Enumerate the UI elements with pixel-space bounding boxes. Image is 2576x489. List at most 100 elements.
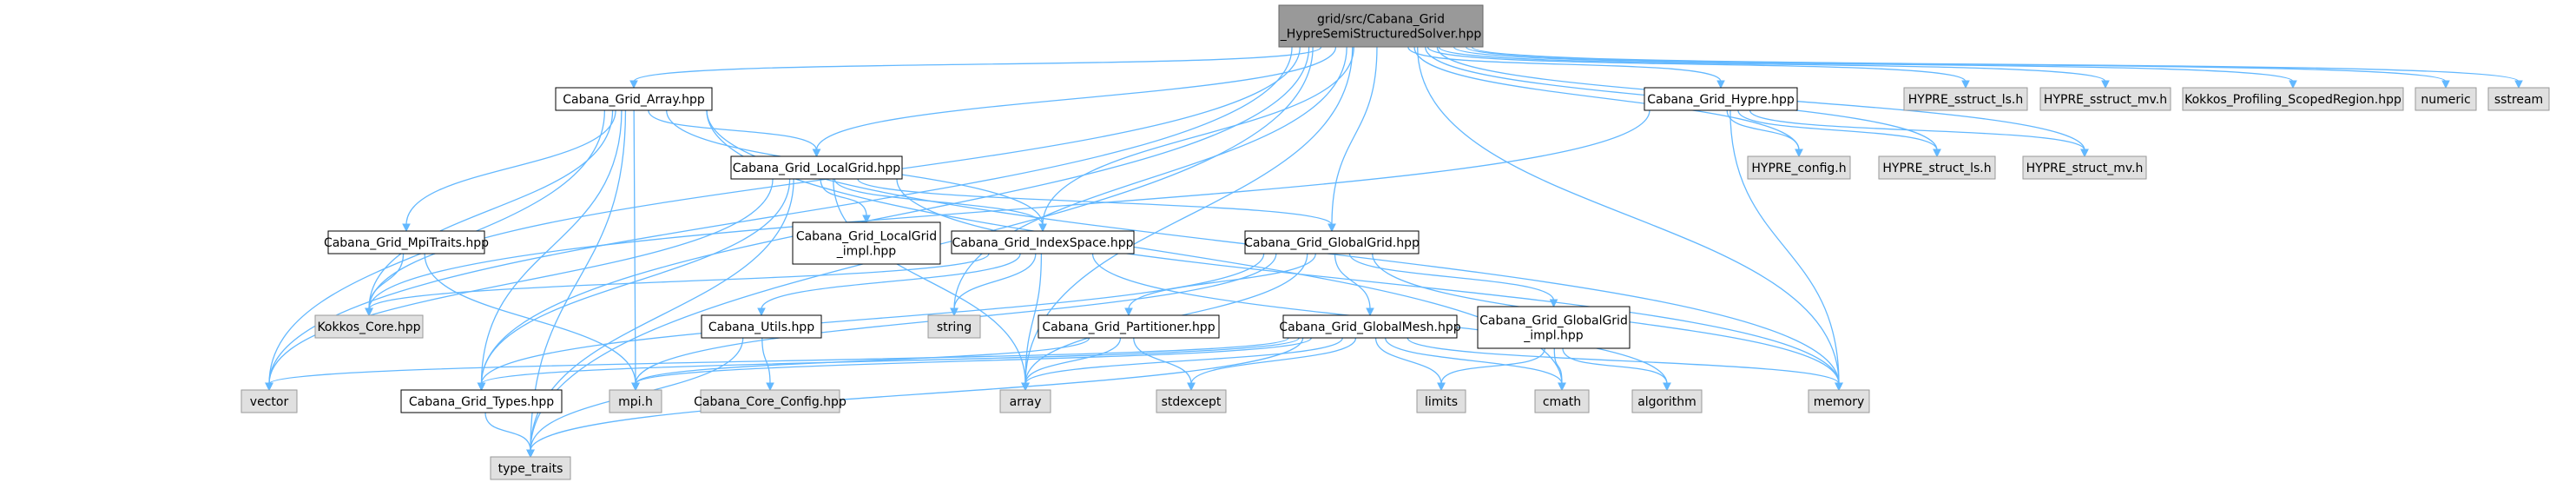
header-node-utils[interactable]: Cabana_Utils.hpp — [701, 314, 822, 339]
header-node-indexspace[interactable]: Cabana_Grid_IndexSpace.hpp — [951, 230, 1135, 254]
header-node-globalgrid_impl[interactable]: Cabana_Grid_GlobalGrid_impl.hpp — [1477, 306, 1631, 349]
external-header-node-string: string — [927, 314, 981, 339]
node-label: Cabana_Grid_MpiTraits.hpp — [324, 236, 489, 250]
external-header-node-kokkos_profiling: Kokkos_Profiling_ScopedRegion.hpp — [2182, 87, 2404, 111]
edge-arrowhead — [1663, 382, 1671, 392]
node-box — [555, 87, 713, 111]
edge-globalgrid-to-globalmesh — [1334, 253, 1371, 310]
node-box — [2415, 87, 2477, 111]
header-node-globalgrid[interactable]: Cabana_Grid_GlobalGrid.hpp — [1244, 230, 1420, 254]
node-box — [700, 389, 840, 413]
header-node-partitioner[interactable]: Cabana_Grid_Partitioner.hpp — [1038, 314, 1220, 339]
node-box — [1416, 389, 1466, 413]
node-box — [2039, 87, 2171, 111]
external-header-node-stdexcept: stdexcept — [1156, 389, 1227, 413]
node-label: grid/src/Cabana_Grid — [1317, 13, 1445, 27]
edge-globalmesh-to-vector — [268, 337, 1289, 385]
node-label: algorithm — [1637, 395, 1696, 409]
external-header-node-type_traits: type_traits — [490, 456, 571, 480]
node-box — [1477, 306, 1631, 349]
node-box — [951, 230, 1135, 254]
edge-globalmesh-to-limits — [1374, 337, 1442, 385]
edge-arrowhead — [629, 80, 638, 89]
edge-array_hpp-to-mpitraits — [405, 109, 616, 226]
edge-partitioner-to-stdexcept — [1133, 337, 1192, 385]
edge-array_hpp-to-type_traits — [530, 109, 627, 452]
edge-arrowhead — [812, 149, 821, 158]
header-node-types[interactable]: Cabana_Grid_Types.hpp — [400, 389, 563, 413]
edge-localgrid-to-localgrid_impl — [820, 178, 867, 217]
node-box — [240, 389, 298, 413]
node-label: HYPRE_sstruct_mv.h — [2044, 93, 2167, 107]
header-node-hypre[interactable]: Cabana_Grid_Hypre.hpp — [1644, 87, 1798, 111]
edge-indexspace-to-string — [953, 253, 1037, 310]
external-header-node-memory: memory — [1808, 389, 1870, 413]
node-label: _impl.hpp — [1523, 329, 1584, 343]
external-header-node-limits: limits — [1416, 389, 1466, 413]
edge-indexspace-to-kokkos_core — [368, 253, 990, 310]
header-node-localgrid[interactable]: Cabana_Grid_LocalGrid.hpp — [730, 155, 903, 180]
external-header-node-cmath: cmath — [1534, 389, 1590, 413]
external-header-node-hypre_sstruct_ls: HYPRE_sstruct_ls.h — [1903, 87, 2028, 111]
edge-localgrid-to-array — [833, 178, 1026, 385]
edge-arrowhead — [1933, 149, 1941, 158]
edge-globalgrid-to-types — [480, 253, 1265, 385]
node-label: Cabana_Grid_LocalGrid.hpp — [733, 162, 901, 175]
edge-arrowhead — [2514, 80, 2523, 89]
edge-arrowhead — [1038, 223, 1047, 233]
edge-globalgrid_impl-to-algorithm — [1562, 347, 1668, 385]
edge-arrowhead — [526, 449, 535, 459]
header-node-root[interactable]: grid/src/Cabana_Grid_HypreSemiStructured… — [1278, 4, 1484, 48]
node-box — [327, 230, 485, 254]
edge-localgrid-to-memory — [896, 178, 1840, 385]
node-label: Cabana_Grid_Types.hpp — [409, 395, 554, 409]
node-box — [609, 389, 662, 413]
node-box — [1878, 155, 1996, 180]
edge-globalmesh-to-stdexcept — [1190, 337, 1357, 385]
node-box — [1534, 389, 1590, 413]
edge-arrowhead — [477, 382, 486, 392]
edge-root-to-hypre — [1407, 46, 1722, 83]
edge-globalmesh-to-type_traits — [530, 337, 1304, 452]
node-box — [927, 314, 981, 339]
node-label: Cabana_Grid_Hypre.hpp — [1647, 93, 1795, 107]
edge-array_hpp-to-mpi_h — [633, 109, 636, 385]
edge-arrowhead — [1549, 299, 1558, 308]
edge-localgrid-to-types — [480, 178, 791, 385]
header-node-localgrid_impl[interactable]: Cabana_Grid_LocalGrid_impl.hpp — [792, 221, 941, 265]
edge-globalgrid-to-globalgrid_impl — [1348, 253, 1555, 301]
edge-arrowhead — [766, 382, 774, 392]
node-box — [1156, 389, 1227, 413]
node-label: Cabana_Grid_LocalGrid — [796, 230, 937, 244]
edge-globalgrid_impl-to-limits — [1440, 347, 1545, 385]
edge-root-to-localgrid — [815, 46, 1337, 151]
edge-root-to-string — [953, 46, 1347, 310]
edge-indexspace-to-utils — [761, 253, 1021, 310]
edge-globalmesh-to-array — [1024, 337, 1343, 385]
edge-root-to-hypre_sstruct_ls — [1426, 46, 1967, 83]
edge-arrowhead — [1961, 80, 1970, 89]
node-label: HYPRE_struct_mv.h — [2026, 162, 2144, 175]
edge-arrowhead — [1187, 382, 1196, 392]
external-header-node-core_config: Cabana_Core_Config.hpp — [694, 389, 847, 413]
edge-arrowhead — [862, 215, 871, 224]
edge-localgrid-to-indexspace — [833, 178, 1044, 226]
header-node-array_hpp[interactable]: Cabana_Grid_Array.hpp — [555, 87, 713, 111]
node-label: mpi.h — [618, 395, 653, 409]
node-label: array — [1010, 395, 1042, 409]
node-label: cmath — [1543, 395, 1581, 409]
header-node-mpitraits[interactable]: Cabana_Grid_MpiTraits.hpp — [324, 230, 489, 254]
node-box — [400, 389, 563, 413]
edge-arrowhead — [1795, 149, 1803, 158]
nodes-layer: grid/src/Cabana_Grid_HypreSemiStructured… — [240, 4, 2550, 480]
edge-types-to-type_traits — [484, 412, 531, 452]
node-label: HYPRE_config.h — [1751, 162, 1846, 175]
node-label: _impl.hpp — [836, 245, 897, 259]
header-node-globalmesh[interactable]: Cabana_Grid_GlobalMesh.hpp — [1279, 314, 1461, 339]
edge-hypre-to-kokkos_core — [368, 109, 1650, 310]
node-label: _HypreSemiStructuredSolver.hpp — [1280, 28, 1482, 42]
edge-array_hpp-to-localgrid — [648, 109, 818, 151]
node-label: limits — [1425, 395, 1458, 409]
node-label: Kokkos_Core.hpp — [317, 320, 420, 334]
